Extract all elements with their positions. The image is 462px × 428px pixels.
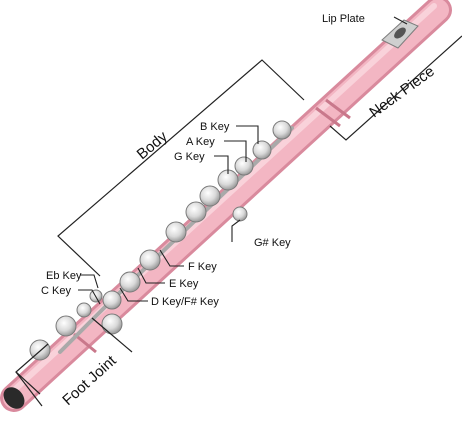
body-label: Body [134, 128, 172, 163]
d-f-sharp-key-label: D Key/F# Key [151, 296, 219, 308]
e-flat-key-label: Eb Key [46, 270, 82, 282]
key-cup [165, 221, 187, 243]
g-sharp-key-label: G# Key [254, 237, 291, 249]
key-cup [139, 249, 161, 271]
neck-piece-bracket [329, 35, 462, 141]
key-cup [76, 302, 92, 318]
key-cup [185, 201, 207, 223]
key-cup [234, 156, 254, 176]
key-cup [55, 315, 77, 337]
flute-body-tube [0, 0, 452, 412]
key-cup [232, 206, 248, 222]
key-cup [199, 185, 221, 207]
c-key-label: C Key [41, 285, 71, 297]
flute-keys [29, 120, 292, 361]
key-cup [272, 120, 292, 140]
key-cup [119, 271, 141, 293]
key-cup [101, 313, 123, 335]
e-key-label: E Key [169, 278, 199, 290]
b-key-label: B Key [200, 121, 230, 133]
foot-opening [3, 387, 25, 409]
leader-lines [78, 16, 408, 305]
lip-plate-label: Lip Plate [322, 13, 365, 25]
lip-plate-part [381, 19, 419, 49]
a-key-label: A Key [186, 136, 215, 148]
foot-joint-bracket [15, 317, 133, 407]
body-bracket [57, 59, 305, 277]
f-key-label: F Key [188, 261, 217, 273]
g-key-label: G Key [174, 151, 205, 163]
key-cup [252, 140, 272, 160]
key-cup [102, 290, 122, 310]
